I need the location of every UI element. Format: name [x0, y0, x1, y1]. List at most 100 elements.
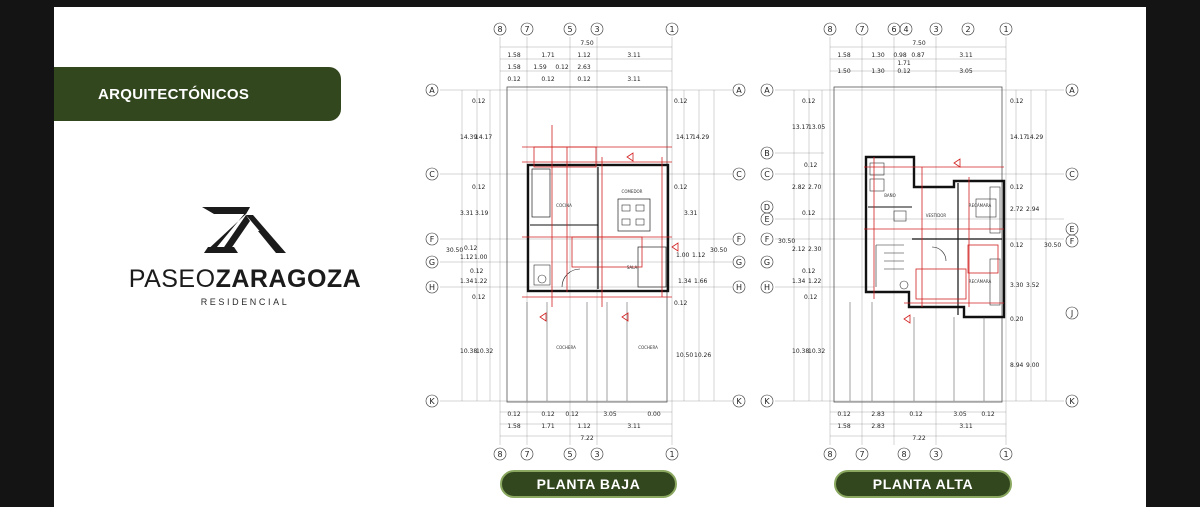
- svg-text:3.52: 3.52: [1026, 282, 1040, 289]
- svg-text:COMEDOR: COMEDOR: [622, 189, 643, 194]
- svg-text:1.30: 1.30: [871, 52, 885, 59]
- svg-text:1.12: 1.12: [577, 423, 591, 430]
- svg-text:3.11: 3.11: [627, 76, 641, 83]
- svg-text:2.63: 2.63: [577, 64, 591, 71]
- svg-text:0.12: 0.12: [802, 268, 816, 275]
- svg-text:13.05: 13.05: [808, 124, 825, 131]
- svg-text:14.29: 14.29: [1026, 134, 1043, 141]
- brand-name: PASEOZARAGOZA: [110, 265, 380, 294]
- red-annotation-lines: [522, 125, 679, 322]
- svg-text:30.50: 30.50: [1044, 242, 1061, 249]
- row-bubbles: [425, 83, 746, 408]
- svg-text:8: 8: [827, 450, 832, 459]
- svg-text:8: 8: [827, 25, 832, 34]
- svg-text:13.17: 13.17: [792, 124, 809, 131]
- svg-text:C: C: [1069, 170, 1075, 179]
- svg-text:7.50: 7.50: [580, 40, 594, 47]
- svg-text:0.12: 0.12: [555, 64, 569, 71]
- svg-text:A: A: [736, 86, 742, 95]
- svg-text:3.05: 3.05: [959, 68, 973, 75]
- svg-text:F: F: [765, 235, 770, 244]
- svg-text:30.50: 30.50: [446, 247, 463, 254]
- svg-text:0.12: 0.12: [1010, 98, 1024, 105]
- svg-text:7: 7: [859, 25, 864, 34]
- svg-text:1.58: 1.58: [507, 423, 521, 430]
- svg-text:K: K: [1069, 397, 1075, 406]
- svg-text:0.12: 0.12: [565, 411, 579, 418]
- svg-text:5: 5: [567, 450, 572, 459]
- svg-text:0.87: 0.87: [911, 52, 925, 59]
- svg-text:1.12: 1.12: [577, 52, 591, 59]
- svg-text:0.00: 0.00: [647, 411, 661, 418]
- svg-text:H: H: [429, 283, 435, 292]
- svg-text:3.31: 3.31: [684, 210, 698, 217]
- svg-text:3.11: 3.11: [959, 52, 973, 59]
- svg-text:30.50: 30.50: [710, 247, 727, 254]
- svg-text:B: B: [764, 149, 770, 158]
- svg-text:0.12: 0.12: [674, 98, 688, 105]
- svg-text:C: C: [764, 170, 770, 179]
- svg-text:1.12: 1.12: [460, 254, 474, 261]
- column-bubbles: [493, 22, 679, 461]
- svg-text:8.94: 8.94: [1010, 362, 1024, 369]
- svg-text:3.31: 3.31: [460, 210, 474, 217]
- svg-text:10.50: 10.50: [676, 352, 693, 359]
- svg-text:7: 7: [524, 25, 529, 34]
- svg-text:14.17: 14.17: [676, 134, 693, 141]
- svg-text:6: 6: [891, 25, 896, 34]
- svg-text:0.12: 0.12: [674, 184, 688, 191]
- svg-text:F: F: [737, 235, 742, 244]
- svg-text:2: 2: [965, 25, 970, 34]
- svg-text:3.05: 3.05: [953, 411, 967, 418]
- svg-text:3: 3: [933, 25, 938, 34]
- svg-text:1.66: 1.66: [694, 278, 708, 285]
- svg-text:3: 3: [933, 450, 938, 459]
- svg-text:9.00: 9.00: [1026, 362, 1040, 369]
- svg-text:1.34: 1.34: [678, 278, 692, 285]
- svg-text:10.32: 10.32: [808, 348, 825, 355]
- svg-text:3.11: 3.11: [627, 423, 641, 430]
- svg-text:0.12: 0.12: [470, 268, 484, 275]
- svg-text:1.59: 1.59: [533, 64, 547, 71]
- svg-text:A: A: [429, 86, 435, 95]
- svg-text:VESTIDOR: VESTIDOR: [926, 213, 947, 218]
- svg-text:0.12: 0.12: [674, 300, 688, 307]
- svg-text:14.29: 14.29: [692, 134, 709, 141]
- svg-text:8: 8: [497, 450, 502, 459]
- svg-text:1.00: 1.00: [474, 254, 488, 261]
- svg-text:0.12: 0.12: [472, 294, 486, 301]
- svg-text:1: 1: [1003, 450, 1008, 459]
- section-title: ARQUITECTÓNICOS: [98, 85, 250, 103]
- svg-text:7: 7: [524, 450, 529, 459]
- svg-text:10.32: 10.32: [476, 348, 493, 355]
- svg-text:0.12: 0.12: [804, 162, 818, 169]
- svg-text:0.12: 0.12: [802, 98, 816, 105]
- svg-text:E: E: [1069, 225, 1074, 234]
- svg-text:G: G: [736, 258, 742, 267]
- svg-text:1.71: 1.71: [541, 423, 555, 430]
- svg-text:2.30: 2.30: [808, 246, 822, 253]
- svg-text:0.12: 0.12: [472, 184, 486, 191]
- red-annotation-lines: [864, 157, 1004, 324]
- svg-text:0.12: 0.12: [507, 76, 521, 83]
- svg-text:2.83: 2.83: [871, 423, 885, 430]
- svg-text:0.12: 0.12: [897, 68, 911, 75]
- svg-text:SALA: SALA: [627, 265, 638, 270]
- svg-text:8: 8: [497, 25, 502, 34]
- svg-text:3: 3: [594, 450, 599, 459]
- svg-text:COCHERA: COCHERA: [556, 345, 576, 350]
- svg-text:10.38: 10.38: [792, 348, 809, 355]
- svg-text:10.26: 10.26: [694, 352, 711, 359]
- row-bubbles: [760, 83, 1079, 408]
- svg-text:3.19: 3.19: [475, 210, 489, 217]
- svg-text:K: K: [429, 397, 435, 406]
- svg-text:1.12: 1.12: [692, 252, 706, 259]
- svg-text:3.11: 3.11: [959, 423, 973, 430]
- svg-text:1.30: 1.30: [871, 68, 885, 75]
- svg-text:1.22: 1.22: [474, 278, 488, 285]
- svg-text:2.12: 2.12: [792, 246, 806, 253]
- svg-text:2.83: 2.83: [871, 411, 885, 418]
